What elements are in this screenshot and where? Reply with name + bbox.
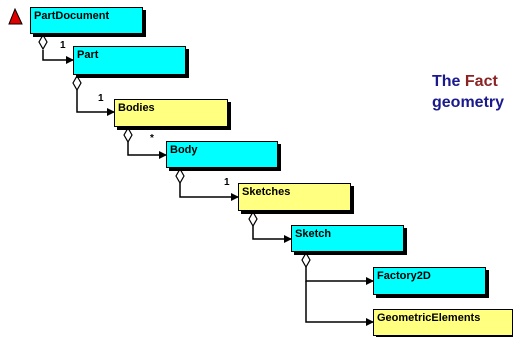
node-sketches: Sketches bbox=[238, 183, 351, 211]
connector-sketch-factory2d bbox=[305, 267, 374, 285]
aggregation-diamond-icon bbox=[248, 210, 258, 228]
side-caption-highlight: Fact bbox=[464, 73, 498, 90]
root-triangle-icon bbox=[8, 7, 23, 25]
connector-bodies-body bbox=[127, 142, 167, 159]
aggregation-diamond-icon bbox=[72, 74, 82, 92]
side-caption-prefix: The bbox=[432, 73, 465, 90]
side-caption: The Fact geometry bbox=[432, 71, 504, 113]
aggregation-diamond-icon bbox=[301, 251, 311, 269]
node-bodies: Bodies bbox=[114, 99, 228, 127]
node-factory2d: Factory2D bbox=[373, 267, 486, 295]
side-caption-line2: geometry bbox=[432, 94, 505, 111]
aggregation-diamond-icon bbox=[123, 126, 133, 144]
multiplicity-label: 1 bbox=[60, 40, 66, 51]
multiplicity-label: * bbox=[150, 133, 154, 144]
connector-part-bodies bbox=[76, 90, 115, 116]
connector-sketches-sketch bbox=[252, 226, 292, 243]
aggregation-diamond-icon bbox=[38, 33, 48, 51]
multiplicity-label: 1 bbox=[224, 177, 230, 188]
connector-partdocument-part bbox=[42, 50, 74, 64]
node-partdocument: PartDocument bbox=[30, 7, 143, 34]
multiplicity-label: 1 bbox=[98, 93, 104, 104]
side-caption-line1: The Fact bbox=[432, 71, 504, 92]
node-geometricelements: GeometricElements bbox=[373, 309, 513, 336]
node-sketch: Sketch bbox=[291, 225, 404, 252]
connector-body-sketches bbox=[179, 183, 239, 201]
connector-sketch-geometricelements bbox=[305, 281, 374, 326]
node-body: Body bbox=[166, 141, 278, 168]
node-part: Part bbox=[73, 46, 186, 75]
aggregation-diamond-icon bbox=[175, 167, 185, 185]
